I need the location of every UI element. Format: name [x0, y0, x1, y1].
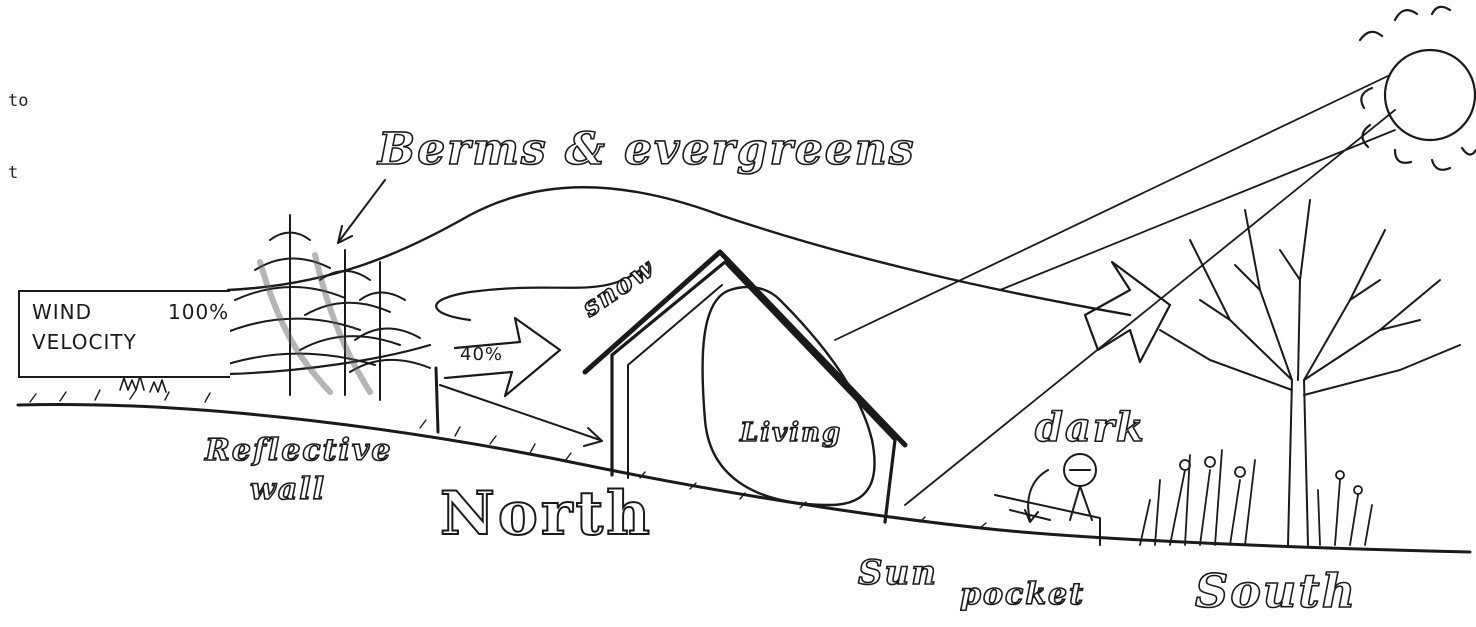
- sun-arrow: [1085, 262, 1170, 362]
- reflect-arrow: [440, 385, 602, 446]
- reflective-label-line2: wall: [250, 475, 326, 505]
- deciduous-tree: [1160, 200, 1460, 545]
- south-label: South: [1195, 568, 1357, 614]
- berm-curve: [228, 187, 1130, 315]
- typed-fragment-1: to: [8, 93, 28, 110]
- typed-fragment-2: t: [8, 165, 18, 182]
- wind-velocity-box: WIND VELOCITY 100%: [18, 290, 230, 378]
- sun-icon: [1360, 7, 1476, 170]
- dark-label: dark: [1035, 408, 1146, 448]
- house-inner-wall: [628, 285, 722, 478]
- north-label: North: [440, 484, 653, 544]
- diagram-title: Berms & evergreens: [378, 128, 916, 172]
- title-arrow: [338, 180, 385, 243]
- sun-label: Sun: [858, 556, 938, 590]
- reflective-wall: [436, 368, 438, 432]
- shrubs: [1140, 450, 1372, 545]
- wind-percent-reduced: 40%: [460, 346, 503, 364]
- living-label: Living: [740, 420, 842, 446]
- wind-label-line2: VELOCITY: [32, 332, 137, 352]
- living-room-outline: [703, 287, 875, 505]
- reflective-label-line1: Reflective: [205, 436, 392, 466]
- north-grass: [120, 376, 166, 392]
- evergreen-trees: [210, 215, 430, 400]
- wind-label-line1: WIND: [32, 302, 92, 322]
- pocket-label: pocket: [960, 580, 1085, 610]
- wind-percent-full: 100%: [168, 302, 229, 322]
